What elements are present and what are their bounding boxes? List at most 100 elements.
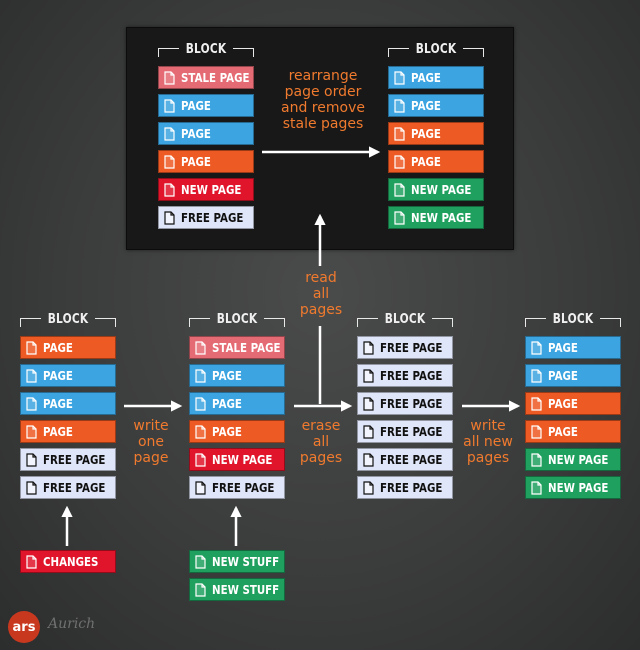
document-icon [195,340,206,355]
page-label: CHANGES [43,554,99,569]
document-icon [26,452,37,467]
page-label: FREE PAGE [380,368,443,383]
page-label: PAGE [548,340,578,355]
page-page_orange: PAGE [525,392,621,415]
page-label: FREE PAGE [43,452,106,467]
page-label: PAGE [181,98,211,113]
input-page-new-stuff: NEW STUFF [189,578,285,601]
page-page_blue: PAGE [189,364,285,387]
page-label: PAGE [181,126,211,141]
artist-signature: Aurich [48,616,96,632]
page-label: PAGE [43,396,73,411]
page-page_orange: PAGE [158,150,254,173]
document-icon [164,70,175,85]
document-icon [531,480,542,495]
page-label: NEW PAGE [411,182,472,197]
page-label: PAGE [411,126,441,141]
page-stale: STALE PAGE [189,336,285,359]
document-icon [531,396,542,411]
document-icon [394,154,405,169]
document-icon [195,396,206,411]
page-label: PAGE [411,70,441,85]
document-icon [26,424,37,439]
note-rearrange: rearrange page order and remove stale pa… [281,68,365,132]
page-free: FREE PAGE [357,476,453,499]
document-icon [363,368,374,383]
document-icon [26,396,37,411]
document-icon [531,340,542,355]
page-free: FREE PAGE [158,206,254,229]
input-page-changes: CHANGES [20,550,116,573]
page-label: NEW PAGE [548,480,609,495]
page-label: PAGE [43,424,73,439]
page-free: FREE PAGE [189,476,285,499]
page-green: NEW PAGE [525,476,621,499]
document-icon [164,126,175,141]
document-icon [195,452,206,467]
document-icon [26,554,37,569]
page-label: PAGE [411,98,441,113]
page-free: FREE PAGE [20,476,116,499]
page-label: FREE PAGE [380,480,443,495]
block-title: BLOCK [384,312,426,327]
page-label: FREE PAGE [380,452,443,467]
document-icon [394,210,405,225]
document-icon [195,554,206,569]
document-icon [394,70,405,85]
block-title: BLOCK [47,312,89,327]
page-label: FREE PAGE [43,480,106,495]
page-free: FREE PAGE [357,448,453,471]
page-page_orange: PAGE [20,336,116,359]
page-label: STALE PAGE [181,70,250,85]
block-header-bottom-4: BLOCK [525,312,621,328]
document-icon [363,396,374,411]
note-erase-all: erase all pages [299,418,343,466]
document-icon [531,368,542,383]
page-stale: STALE PAGE [158,66,254,89]
document-icon [26,368,37,383]
page-green: NEW PAGE [388,206,484,229]
page-label: NEW STUFF [212,554,280,569]
page-page_orange: PAGE [388,122,484,145]
page-green: NEW PAGE [388,178,484,201]
block-header-bottom-3: BLOCK [357,312,453,328]
block-header-bottom-1: BLOCK [20,312,116,328]
page-new: NEW PAGE [189,448,285,471]
page-page_blue: PAGE [158,94,254,117]
block-title: BLOCK [552,312,594,327]
document-icon [394,182,405,197]
input-page-new-stuff: NEW STUFF [189,550,285,573]
document-icon [164,182,175,197]
document-icon [164,98,175,113]
page-page_blue: PAGE [525,336,621,359]
page-label: PAGE [212,396,242,411]
page-label: PAGE [548,368,578,383]
note-write-all-new: write all new pages [463,418,513,466]
page-label: NEW PAGE [212,452,273,467]
page-page_blue: PAGE [20,392,116,415]
page-new: NEW PAGE [158,178,254,201]
page-label: FREE PAGE [212,480,275,495]
page-free: FREE PAGE [357,420,453,443]
page-label: FREE PAGE [380,396,443,411]
document-icon [363,340,374,355]
block-header-top-after: BLOCK [388,42,484,58]
block-header-top-before: BLOCK [158,42,254,58]
page-page_orange: PAGE [525,420,621,443]
page-label: NEW PAGE [548,452,609,467]
page-page_orange: PAGE [189,420,285,443]
page-page_blue: PAGE [388,94,484,117]
note-write-one: write one page [133,418,169,466]
document-icon [531,424,542,439]
document-icon [195,582,206,597]
page-page_orange: PAGE [20,420,116,443]
page-free: FREE PAGE [357,336,453,359]
page-label: PAGE [548,396,578,411]
page-page_blue: PAGE [388,66,484,89]
document-icon [195,424,206,439]
document-icon [363,480,374,495]
page-label: FREE PAGE [181,210,244,225]
document-icon [363,424,374,439]
page-label: PAGE [181,154,211,169]
page-label: PAGE [212,424,242,439]
